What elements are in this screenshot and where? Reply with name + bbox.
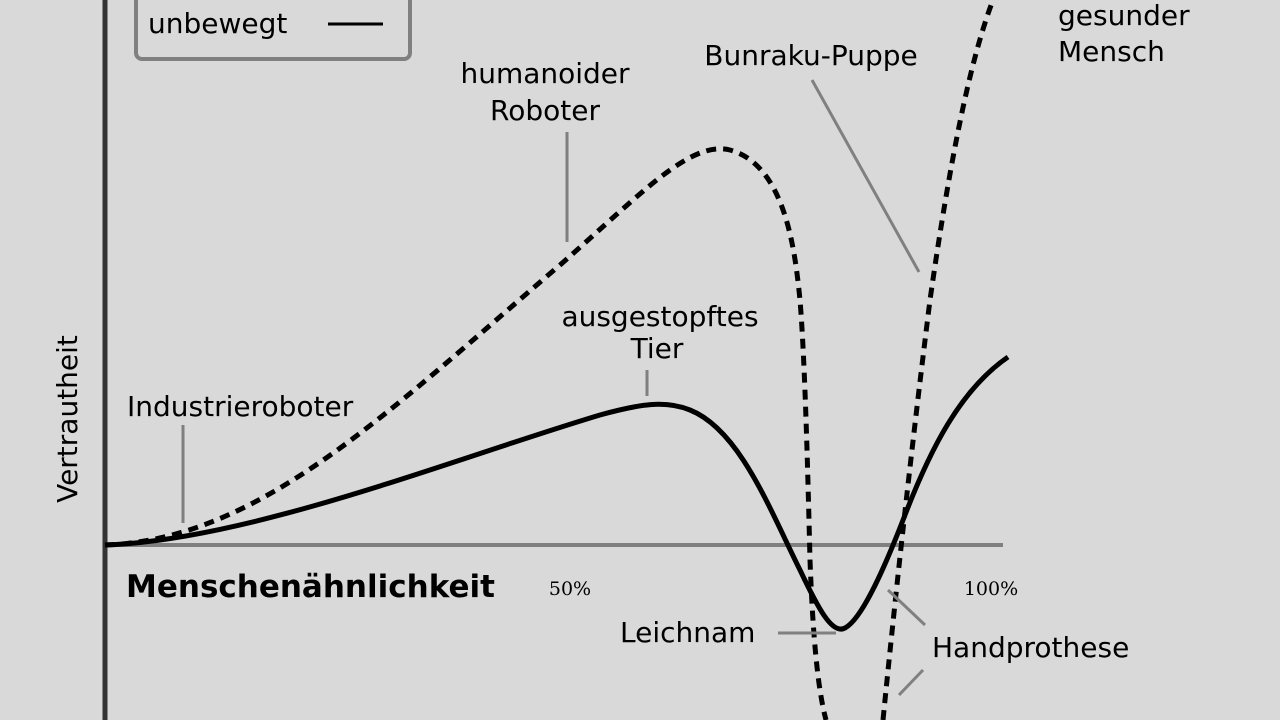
label-industrial-robot: Industrieroboter [127, 390, 354, 423]
leader-prosthetic-hand-top [886, 588, 927, 627]
static-curve [104, 354, 1010, 632]
label-stuffed-animal-1: ausgestopftes [561, 300, 758, 333]
label-healthy-human-1: gesunder [1058, 0, 1190, 32]
moving-curve-rise [880, 0, 996, 720]
moving-curve [104, 146, 829, 720]
label-prosthetic-hand: Handprothese [932, 631, 1129, 664]
x-axis-label: Menschenähnlichkeit [126, 569, 495, 605]
label-stuffed-animal-2: Tier [630, 332, 684, 365]
label-bunraku-puppet: Bunraku-Puppe [704, 39, 918, 72]
label-humanoid-robot-2: Roboter [490, 94, 600, 127]
legend-label-static: unbewegt [148, 7, 287, 40]
y-axis-label: Vertrautheit [51, 335, 84, 503]
leader-bunraku-puppet [810, 79, 921, 273]
leader-prosthetic-hand-bottom [897, 668, 925, 697]
legend-box [134, 0, 412, 61]
label-corpse: Leichnam [620, 616, 755, 649]
label-healthy-human-2: Mensch [1058, 35, 1165, 68]
label-humanoid-robot-1: humanoider [460, 57, 630, 90]
tick-50: 50% [549, 578, 591, 600]
tick-100: 100% [964, 578, 1018, 600]
